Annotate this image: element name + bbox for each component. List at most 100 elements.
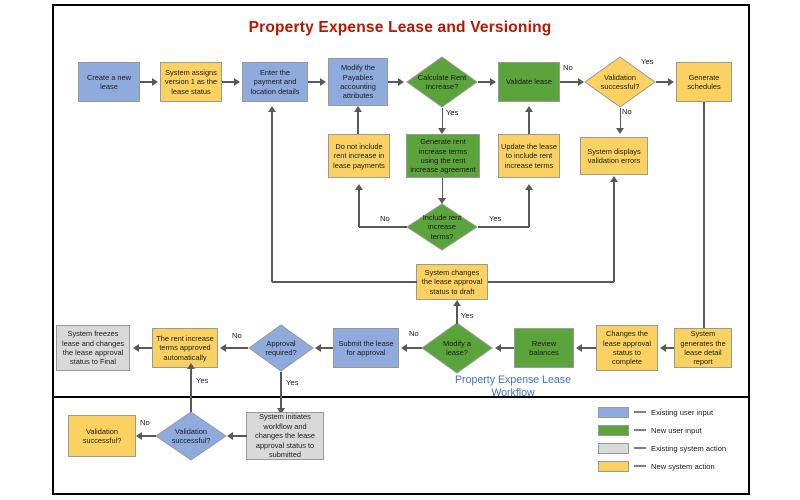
- node-label: Validation successful?: [600, 72, 640, 91]
- node-label: Modify the Payables accounting attribute…: [340, 63, 376, 101]
- arrowhead: [227, 432, 233, 440]
- node-system-assigns-version[interactable]: System assigns version 1 as the lease st…: [160, 62, 222, 102]
- node-approval-required[interactable]: Approval required?: [248, 324, 314, 372]
- connector: [501, 347, 514, 349]
- section-divider: [54, 396, 748, 398]
- node-submit-lease-for-approval[interactable]: Submit the lease for approval: [333, 328, 399, 368]
- node-validation-successful-top[interactable]: Validation successful?: [584, 56, 656, 108]
- node-validation-successful-box[interactable]: Validation successful?: [68, 415, 136, 457]
- legend-swatch-new-system-action: [598, 460, 629, 472]
- legend-label: New system action: [651, 461, 715, 471]
- node-changes-status-complete[interactable]: Changes the lease approval status to com…: [596, 325, 658, 371]
- connector: [441, 108, 444, 130]
- node-calculate-rent-increase[interactable]: Calculate Rent Increase?: [406, 56, 478, 108]
- connector: [190, 368, 192, 412]
- node-label: System generates the lease detail report: [680, 329, 726, 367]
- diamond-shape: [584, 56, 656, 108]
- node-label: Modify a lease?: [443, 338, 471, 357]
- legend-item: Existing user input: [598, 403, 748, 421]
- connector: [441, 178, 444, 200]
- connector: [619, 108, 622, 130]
- node-enter-payment-location[interactable]: Enter the payment and location details: [242, 62, 308, 102]
- connector: [222, 81, 236, 83]
- node-update-lease-include-terms[interactable]: Update the lease to include rent increas…: [498, 134, 560, 178]
- arrowhead: [401, 344, 407, 352]
- node-system-changes-status-draft[interactable]: System changes the lease approval status…: [416, 264, 488, 300]
- legend-label: Existing system action: [651, 443, 727, 453]
- diagram-frame: [52, 4, 750, 495]
- connector: [407, 347, 425, 349]
- legend-item: Existing system action: [598, 439, 748, 457]
- node-system-generates-report[interactable]: System generates the lease detail report: [674, 328, 732, 368]
- connector: [226, 347, 248, 349]
- connector: [613, 182, 615, 282]
- connector: [388, 81, 400, 83]
- node-label: Enter the payment and location details: [250, 67, 300, 96]
- legend-dash: [634, 447, 646, 449]
- diamond-shape: [406, 56, 478, 108]
- node-system-freezes-lease[interactable]: System freezes lease and changes the lea…: [56, 325, 130, 371]
- arrowhead: [524, 184, 533, 190]
- legend-dash: [634, 465, 646, 467]
- arrowhead: [576, 344, 582, 352]
- arrowhead: [354, 106, 363, 112]
- edge-label-approval-no: No: [232, 331, 242, 340]
- node-generate-schedules[interactable]: Generate schedules: [676, 62, 732, 102]
- arrowhead: [524, 106, 533, 112]
- connector: [488, 281, 614, 283]
- node-create-new-lease[interactable]: Create a new lease: [78, 62, 140, 102]
- connector: [666, 347, 674, 349]
- node-do-not-include-rent-increase[interactable]: Do not include rent increase in lease pa…: [328, 134, 390, 178]
- node-label: Approval required?: [265, 338, 297, 357]
- node-generate-rent-increase-terms[interactable]: Generate rent increase terms using the r…: [406, 134, 480, 178]
- arrowhead: [616, 128, 624, 134]
- node-label: Do not include rent increase in lease pa…: [333, 141, 385, 170]
- node-modify-a-lease[interactable]: Modify a lease?: [421, 322, 493, 374]
- legend-dash: [634, 429, 646, 431]
- connector: [478, 81, 492, 83]
- connector: [142, 435, 156, 437]
- legend-swatch-existing-system-action: [598, 442, 629, 454]
- arrowhead: [220, 344, 226, 352]
- legend-dash: [634, 411, 646, 413]
- node-modify-payables[interactable]: Modify the Payables accounting attribute…: [328, 58, 388, 106]
- node-system-displays-validation-errors[interactable]: System displays validation errors: [580, 137, 648, 175]
- edge-label-include-terms-yes: Yes: [489, 214, 502, 223]
- node-label: Validation successful?: [171, 426, 211, 445]
- legend-label: Existing user input: [651, 407, 714, 417]
- connector: [321, 347, 333, 349]
- arrowhead: [490, 77, 496, 86]
- edge-label-approval-yes: Yes: [286, 378, 299, 387]
- arrowhead: [187, 363, 196, 369]
- section-label-line1: Property Expense Lease: [454, 374, 571, 386]
- diamond-shape: [248, 324, 314, 372]
- node-validate-lease[interactable]: Validate lease: [498, 62, 560, 102]
- connector: [233, 435, 247, 437]
- diamond-shape: [421, 322, 493, 374]
- legend-item: New user input: [598, 421, 748, 439]
- edge-label-validation-bottom-no: No: [140, 418, 150, 427]
- connector: [703, 102, 705, 330]
- edge-label-rent-terms-yes: Yes: [196, 376, 209, 385]
- legend-swatch-existing-user-input: [598, 406, 629, 418]
- arrowhead: [609, 176, 618, 182]
- node-include-rent-increase-terms[interactable]: Include rent increase terms?: [406, 203, 478, 251]
- node-label: System displays validation errors: [587, 146, 641, 165]
- edge-label-modify-lease-no: No: [409, 329, 419, 338]
- node-label: Validation successful?: [82, 426, 122, 445]
- node-label: Submit the lease for approval: [338, 338, 394, 357]
- node-label: System initiates workflow and changes th…: [255, 412, 315, 460]
- node-review-balances[interactable]: Review balances: [514, 328, 574, 368]
- connector: [272, 281, 417, 283]
- node-system-initiates-workflow[interactable]: System initiates workflow and changes th…: [246, 412, 324, 460]
- arrowhead: [578, 77, 584, 86]
- edge-label-calc-rent-yes: Yes: [446, 108, 459, 117]
- section-label-line2: Workflow: [491, 387, 535, 399]
- legend-label: New user input: [651, 425, 702, 435]
- connector: [582, 347, 596, 349]
- node-validation-successful-diamond[interactable]: Validation successful?: [155, 411, 227, 461]
- node-label: Calculate Rent Increase?: [417, 72, 467, 91]
- node-rent-increase-terms-approved[interactable]: The rent increase terms approved automat…: [152, 328, 218, 368]
- diamond-shape: [155, 411, 227, 461]
- connector: [656, 81, 670, 83]
